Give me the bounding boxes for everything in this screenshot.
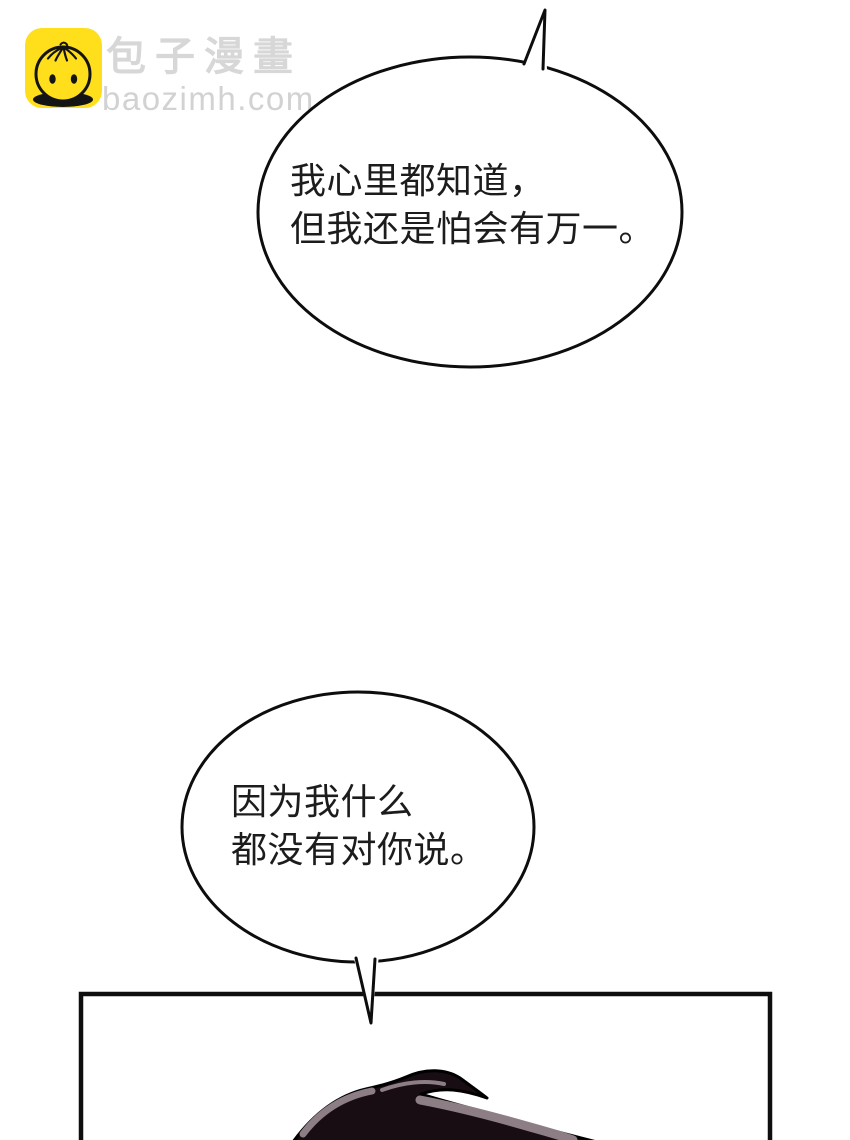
site-name: 包子漫畫 [106,35,302,79]
speech-bubble-2-text: 因为我什么 都没有对你说。 [231,778,487,874]
speech-line: 都没有对你说。 [231,829,487,870]
speech-line: 我心里都知道， [290,160,546,201]
speech-bubble-1 [256,8,684,369]
speech-bubble-1-text: 我心里都知道， 但我还是怕会有万一。 [290,157,655,253]
speech-bubble-2 [180,690,536,1026]
speech-line: 但我还是怕会有万一。 [290,208,656,249]
site-url: baozimh.com [102,80,315,117]
character-hair [292,1069,596,1140]
speech-line: 因为我什么 [231,781,414,822]
baozi-bun-icon [25,28,102,108]
